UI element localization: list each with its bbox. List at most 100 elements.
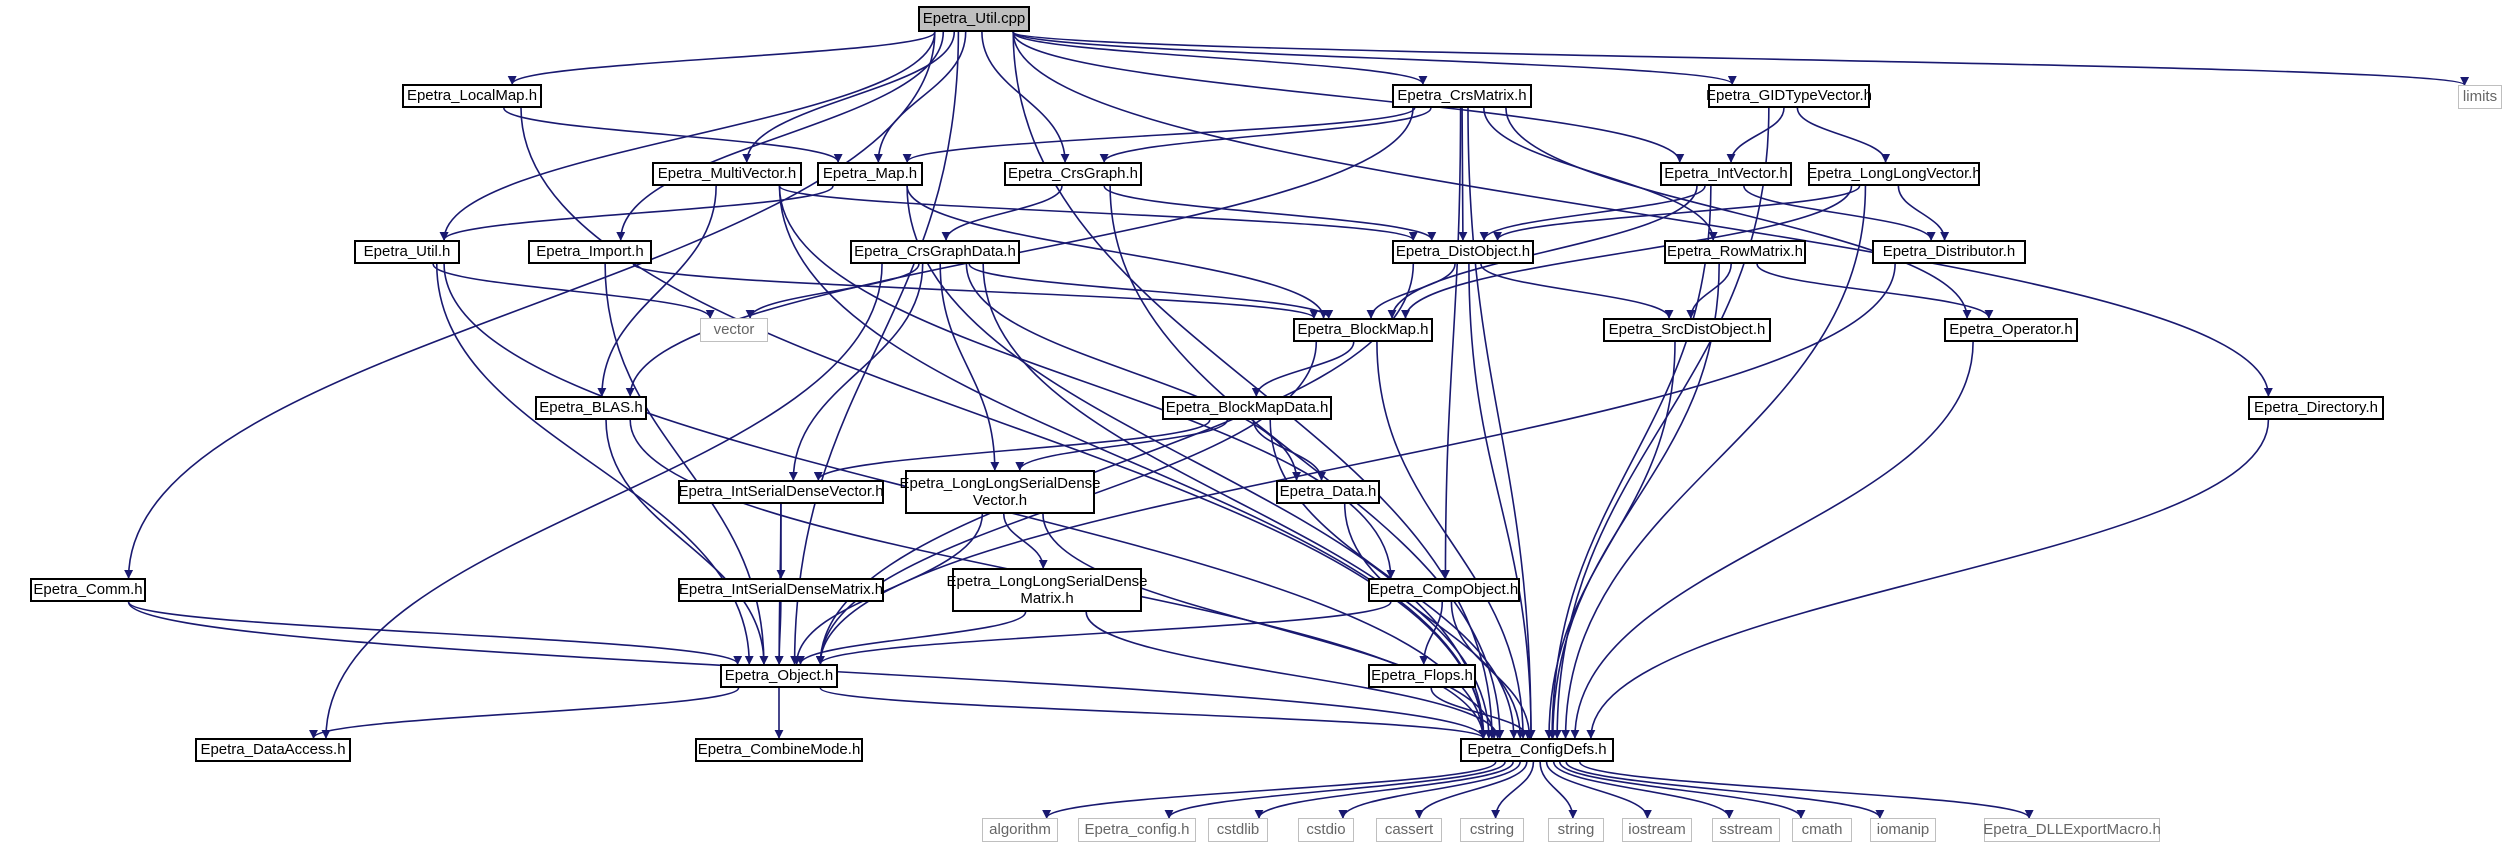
node-epetra-import-h[interactable]: Epetra_Import.h bbox=[528, 240, 652, 264]
edge-epetra-gidtypevector-h-to-epetra-longlongvector-h bbox=[1796, 107, 1891, 163]
edge-epetra-distributor-h-to-epetra-object-h bbox=[815, 263, 1896, 665]
node-epetra-longlongvector-h[interactable]: Epetra_LongLongVector.h bbox=[1807, 162, 1981, 186]
edge-epetra-configdefs-h-to-cstring bbox=[1491, 761, 1535, 819]
node-epetra-intserialdensevector-h[interactable]: Epetra_IntSerialDenseVector.h bbox=[678, 480, 884, 504]
node-epetra-crsmatrix-h[interactable]: Epetra_CrsMatrix.h bbox=[1392, 84, 1532, 108]
edge-epetra-directory-h-to-epetra-configdefs-h bbox=[1586, 419, 2270, 739]
edge-epetra-configdefs-h-to-cstdlib bbox=[1254, 761, 1514, 819]
node-epetra-longlongserialdensevector-h[interactable]: Epetra_LongLongSerialDense Vector.h bbox=[900, 470, 1101, 514]
edge-epetra-longlongvector-h-to-epetra-blockmap-h bbox=[1401, 185, 1853, 319]
node-epetra-intserialdensematrix-h[interactable]: Epetra_IntSerialDenseMatrix.h bbox=[678, 578, 884, 602]
edge-epetra-crsgraphdata-h-to-epetra-data-h bbox=[965, 263, 1302, 481]
edge-epetra-multivector-h-to-epetra-blas-h bbox=[597, 185, 717, 397]
edge-epetra-map-h-to-epetra-util-h bbox=[439, 185, 834, 241]
node-epetra-distobject-h[interactable]: Epetra_DistObject.h bbox=[1392, 240, 1534, 264]
node-epetra-configdefs-h[interactable]: Epetra_ConfigDefs.h bbox=[1460, 738, 1614, 762]
node-epetra-map-h[interactable]: Epetra_Map.h bbox=[817, 162, 923, 186]
node-epetra-gidtypevector-h[interactable]: Epetra_GIDTypeVector.h bbox=[1706, 84, 1872, 108]
edge-epetra-blas-h-to-epetra-object-h bbox=[605, 419, 769, 665]
node-epetra-blas-h[interactable]: Epetra_BLAS.h bbox=[535, 396, 647, 420]
node-epetra-dataaccess-h[interactable]: Epetra_DataAccess.h bbox=[195, 738, 351, 762]
edge-epetra-blockmapdata-h-to-epetra-data-h bbox=[1252, 419, 1326, 481]
edge-epetra-distobject-h-to-epetra-configdefs-h bbox=[1468, 263, 1536, 739]
edge-epetra-multivector-h-to-epetra-compobject-h bbox=[778, 185, 1396, 579]
edge-epetra-crsgraphdata-h-to-vector bbox=[745, 263, 920, 319]
edge-epetra-crsmatrix-h-to-epetra-distobject-h bbox=[1458, 107, 1468, 241]
edge-epetra-configdefs-h-to-epetra-config-h bbox=[1164, 761, 1506, 819]
edge-epetra-util-cpp-to-epetra-crsgraph-h bbox=[981, 31, 1070, 163]
node-epetra-util-cpp: Epetra_Util.cpp bbox=[918, 6, 1030, 32]
edge-epetra-util-cpp-to-epetra-configdefs-h bbox=[1012, 31, 1497, 739]
edge-epetra-crsmatrix-h-to-epetra-operator-h bbox=[1505, 107, 1972, 319]
edge-epetra-longlongserialdensevector-h-to-epetra-configdefs-h bbox=[1042, 513, 1499, 739]
edge-epetra-crsmatrix-h-to-epetra-crsgraph-h bbox=[1099, 107, 1432, 163]
edge-epetra-util-cpp-to-epetra-intvector-h bbox=[1012, 31, 1685, 163]
edge-epetra-rowmatrix-h-to-epetra-srcdistobject-h bbox=[1686, 263, 1732, 319]
node-algorithm: algorithm bbox=[982, 818, 1058, 842]
edge-epetra-distobject-h-to-epetra-srcdistobject-h bbox=[1480, 263, 1674, 319]
edge-epetra-util-cpp-to-epetra-import-h bbox=[616, 31, 945, 241]
edge-epetra-crsgraph-h-to-epetra-distobject-h bbox=[1103, 185, 1437, 241]
node-epetra-combinemode-h[interactable]: Epetra_CombineMode.h bbox=[695, 738, 863, 762]
edge-epetra-longlongserialdensevector-h-to-epetra-longlongserialdensematrix-h bbox=[1002, 513, 1048, 569]
node-epetra-crsgraph-h[interactable]: Epetra_CrsGraph.h bbox=[1004, 162, 1142, 186]
edge-epetra-compobject-h-to-epetra-object-h bbox=[815, 601, 1392, 665]
edge-epetra-multivector-h-to-epetra-distobject-h bbox=[778, 185, 1418, 241]
node-epetra-operator-h[interactable]: Epetra_Operator.h bbox=[1944, 318, 2078, 342]
edge-epetra-import-h-to-epetra-blockmap-h bbox=[632, 263, 1319, 319]
edge-epetra-crsgraphdata-h-to-epetra-configdefs-h bbox=[982, 263, 1494, 739]
edge-epetra-blockmap-h-to-epetra-blockmapdata-h bbox=[1251, 341, 1355, 397]
edge-epetra-longlongserialdensevector-h-to-epetra-object-h bbox=[792, 513, 984, 665]
edge-epetra-blockmapdata-h-to-epetra-intserialdensevector-h bbox=[813, 419, 1211, 481]
node-epetra-data-h[interactable]: Epetra_Data.h bbox=[1276, 480, 1380, 504]
edge-epetra-util-cpp-to-epetra-gidtypevector-h bbox=[1012, 31, 1737, 85]
node-epetra-longlongserialdensematrix-h[interactable]: Epetra_LongLongSerialDense Matrix.h bbox=[947, 568, 1148, 612]
node-sstream: sstream bbox=[1712, 818, 1780, 842]
node-epetra-crsgraphdata-h[interactable]: Epetra_CrsGraphData.h bbox=[850, 240, 1020, 264]
edge-epetra-compobject-h-to-epetra-configdefs-h bbox=[1450, 601, 1535, 739]
node-cmath: cmath bbox=[1792, 818, 1852, 842]
edge-epetra-srcdistobject-h-to-epetra-configdefs-h bbox=[1544, 341, 1676, 739]
edge-epetra-blockmap-h-to-epetra-configdefs-h bbox=[1376, 341, 1528, 739]
edge-epetra-util-cpp-to-epetra-localmap-h bbox=[507, 31, 936, 85]
edge-epetra-configdefs-h-to-sstream bbox=[1552, 761, 1734, 819]
edge-epetra-configdefs-h-to-epetra-dllexportmacro-h bbox=[1579, 761, 2034, 819]
node-epetra-blockmap-h[interactable]: Epetra_BlockMap.h bbox=[1293, 318, 1433, 342]
node-epetra-compobject-h[interactable]: Epetra_CompObject.h bbox=[1368, 578, 1520, 602]
node-iostream: iostream bbox=[1622, 818, 1692, 842]
edge-epetra-crsgraphdata-h-to-epetra-blockmap-h bbox=[968, 263, 1334, 319]
node-epetra-srcdistobject-h[interactable]: Epetra_SrcDistObject.h bbox=[1603, 318, 1771, 342]
node-epetra-blockmapdata-h[interactable]: Epetra_BlockMapData.h bbox=[1162, 396, 1332, 420]
node-epetra-flops-h[interactable]: Epetra_Flops.h bbox=[1368, 664, 1476, 688]
node-epetra-rowmatrix-h[interactable]: Epetra_RowMatrix.h bbox=[1664, 240, 1806, 264]
edge-epetra-crsmatrix-h-to-epetra-configdefs-h bbox=[1467, 107, 1536, 739]
node-epetra-object-h[interactable]: Epetra_Object.h bbox=[720, 664, 838, 688]
edge-epetra-configdefs-h-to-iomanip bbox=[1565, 761, 1885, 819]
edge-epetra-rowmatrix-h-to-epetra-configdefs-h bbox=[1548, 263, 1720, 739]
edge-epetra-crsgraphdata-h-to-epetra-longlongserialdensevector-h bbox=[939, 263, 1000, 471]
node-epetra-comm-h[interactable]: Epetra_Comm.h bbox=[30, 578, 146, 602]
edge-epetra-configdefs-h-to-iostream bbox=[1545, 761, 1652, 819]
node-epetra-localmap-h[interactable]: Epetra_LocalMap.h bbox=[402, 84, 542, 108]
node-epetra-directory-h[interactable]: Epetra_Directory.h bbox=[2248, 396, 2384, 420]
edge-epetra-distobject-h-to-epetra-blockmap-h bbox=[1366, 263, 1456, 319]
edge-epetra-gidtypevector-h-to-epetra-intvector-h bbox=[1726, 107, 1785, 163]
edge-epetra-compobject-h-to-epetra-flops-h bbox=[1419, 601, 1444, 665]
edge-epetra-map-h-to-epetra-blockmap-h bbox=[906, 185, 1329, 319]
node-epetra-util-h[interactable]: Epetra_Util.h bbox=[354, 240, 460, 264]
node-iomanip: iomanip bbox=[1870, 818, 1936, 842]
edge-epetra-crsmatrix-h-to-epetra-map-h bbox=[902, 107, 1416, 163]
edge-epetra-object-h-to-epetra-configdefs-h bbox=[819, 687, 1488, 739]
edge-epetra-crsgraphdata-h-to-epetra-dataaccess-h bbox=[321, 263, 883, 739]
edge-epetra-data-h-to-epetra-configdefs-h bbox=[1343, 503, 1525, 739]
edge-epetra-rowmatrix-h-to-epetra-operator-h bbox=[1756, 263, 1994, 319]
node-epetra-intvector-h[interactable]: Epetra_IntVector.h bbox=[1660, 162, 1792, 186]
node-cstdio: cstdio bbox=[1298, 818, 1354, 842]
edge-epetra-operator-h-to-epetra-configdefs-h bbox=[1570, 341, 1974, 739]
edge-epetra-intvector-h-to-epetra-configdefs-h bbox=[1547, 185, 1712, 739]
node-epetra-distributor-h[interactable]: Epetra_Distributor.h bbox=[1872, 240, 2026, 264]
edge-epetra-crsgraphdata-h-to-epetra-intserialdensevector-h bbox=[788, 263, 924, 481]
edge-epetra-crsmatrix-h-to-epetra-blas-h bbox=[625, 107, 1414, 397]
node-epetra-multivector-h[interactable]: Epetra_MultiVector.h bbox=[652, 162, 802, 186]
